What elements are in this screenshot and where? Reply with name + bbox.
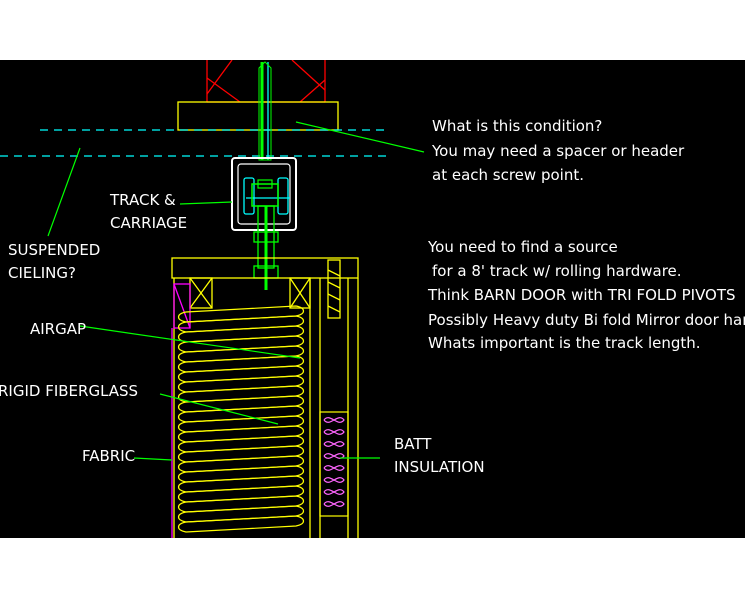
truss-member xyxy=(206,59,233,95)
detail-drawing-svg: What is this condition? You may need a s… xyxy=(0,59,745,538)
roller-right xyxy=(277,177,289,215)
top-plate xyxy=(171,257,359,279)
blocking-right-x xyxy=(289,277,311,309)
blocking-right xyxy=(289,277,311,309)
screw-shank xyxy=(327,259,341,319)
source-note-line-2: for a 8' track w/ rolling hardware. xyxy=(432,262,682,280)
source-note-line-5: Whats important is the track length. xyxy=(428,334,701,352)
batt-loop xyxy=(323,501,345,507)
track-and-carriage xyxy=(231,157,297,231)
leader-fiberglass xyxy=(159,393,279,425)
ceiling-label-line-2: CIELING? xyxy=(8,264,76,282)
fabric-wrap-x xyxy=(173,283,191,329)
fiberglass-wave xyxy=(177,515,305,533)
batt-loop xyxy=(323,429,345,435)
batt-loop xyxy=(323,477,345,483)
carriage-body xyxy=(251,183,279,207)
bolt-nut-upper xyxy=(253,231,279,243)
truss-member xyxy=(291,59,326,91)
batt-loop xyxy=(323,417,345,423)
carriage-nut xyxy=(257,179,273,189)
screw-thread xyxy=(327,293,341,301)
suspended-ceiling-lines xyxy=(0,129,390,157)
batt-loop xyxy=(323,489,345,495)
track-label-line-1: TRACK & xyxy=(109,191,176,209)
hanger-bolt xyxy=(253,205,279,290)
truss-member xyxy=(299,79,326,103)
structure-above xyxy=(206,59,326,103)
screw-thread xyxy=(327,305,341,313)
rigid-fiberglass xyxy=(177,305,305,533)
screw-thread xyxy=(327,281,341,289)
batt-label-line-2: INSULATION xyxy=(394,458,485,476)
batt-label-line-1: BATT xyxy=(394,435,432,453)
panel-frame xyxy=(171,257,359,538)
track-channel xyxy=(231,157,297,231)
fabric-wrap xyxy=(173,283,191,329)
ceiling-label-line-1: SUSPENDED xyxy=(8,241,100,259)
batt-loop xyxy=(323,453,345,459)
fabric-edge xyxy=(171,283,191,538)
condition-note-line-2: You may need a spacer or header xyxy=(431,142,685,160)
source-note-line-1: You need to find a source xyxy=(427,238,618,256)
leader-track xyxy=(179,201,233,205)
batt-insulation xyxy=(319,411,349,517)
track-label-line-2: CARRIAGE xyxy=(110,214,187,232)
blocking-left-x xyxy=(189,277,213,309)
screw-thread xyxy=(327,269,341,277)
truss-member xyxy=(206,77,241,103)
condition-note-line-1: What is this condition? xyxy=(432,117,602,135)
batt-loop xyxy=(323,465,345,471)
fabric-label: FABRIC xyxy=(82,447,135,465)
source-note-line-4: Possibly Heavy duty Bi fold Mirror door … xyxy=(428,311,745,329)
condition-note-line-3: at each screw point. xyxy=(432,166,584,184)
threaded-rod xyxy=(258,61,272,161)
source-note-line-3: Think BARN DOOR with TRI FOLD PIVOTS xyxy=(427,286,736,304)
fiberglass-label: RIGID FIBERGLASS xyxy=(0,382,138,400)
cad-drawing: What is this condition? You may need a s… xyxy=(0,59,745,538)
leader-condition xyxy=(295,121,425,153)
leader-airgap xyxy=(79,325,301,359)
airgap-label: AIRGAP xyxy=(30,320,86,338)
annotations: What is this condition? You may need a s… xyxy=(0,117,745,476)
leader-ceiling xyxy=(47,147,81,237)
batt-cavity xyxy=(319,411,349,517)
leader-lines xyxy=(47,121,425,461)
track-channel-inner xyxy=(237,163,291,225)
rod-outline xyxy=(258,61,272,161)
roller-left xyxy=(243,177,255,215)
leader-fabric xyxy=(133,457,173,461)
batt-loop xyxy=(323,441,345,447)
